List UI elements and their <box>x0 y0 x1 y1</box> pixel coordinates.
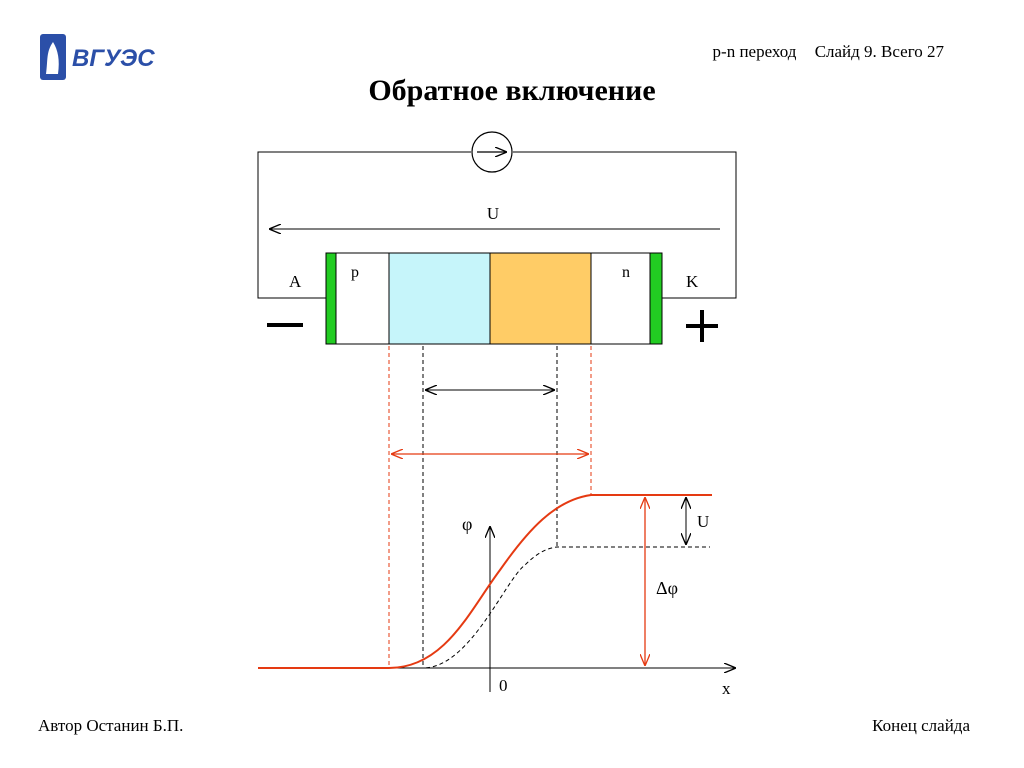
slide-meta: p-n переход Слайд 9. Всего 27 <box>713 42 944 62</box>
ammeter-icon <box>471 131 513 173</box>
guide-lines-red <box>388 346 592 668</box>
plus-sign-icon <box>686 310 718 342</box>
page-title: Обратное включение <box>368 74 656 107</box>
university-logo[interactable]: ВГУЭС <box>36 30 166 84</box>
anode-electrode <box>325 252 337 345</box>
p-region <box>335 252 390 345</box>
cathode-electrode <box>649 252 663 345</box>
zero-bias-potential-curve <box>258 546 710 669</box>
author-label: Автор Останин Б.П. <box>38 716 184 735</box>
topic-label: p-n переход <box>712 42 797 61</box>
p-label: p <box>351 264 359 281</box>
n-label: n <box>622 264 630 281</box>
slide-counter: Слайд 9. Всего 27 <box>814 42 944 61</box>
x-axis-label: x <box>722 679 731 698</box>
u-shift-label: U <box>697 512 709 531</box>
end-slide-link[interactable]: Конец слайда <box>872 716 970 735</box>
guide-lines-black <box>422 346 558 668</box>
origin-label: 0 <box>499 676 508 695</box>
reverse-bias-potential-curve <box>258 494 712 669</box>
p-depletion-zone <box>388 252 491 345</box>
phi-axis-label: φ <box>462 514 472 534</box>
voltage-label: U <box>487 204 499 223</box>
anode-label: A <box>289 272 302 291</box>
semiconductor-body <box>325 252 663 345</box>
cathode-label: K <box>686 272 699 291</box>
delta-phi-label: Δφ <box>656 578 678 598</box>
n-depletion-zone <box>489 252 592 345</box>
circuit-wire <box>257 151 737 299</box>
logo-text: ВГУЭС <box>72 45 155 72</box>
n-region <box>590 252 651 345</box>
